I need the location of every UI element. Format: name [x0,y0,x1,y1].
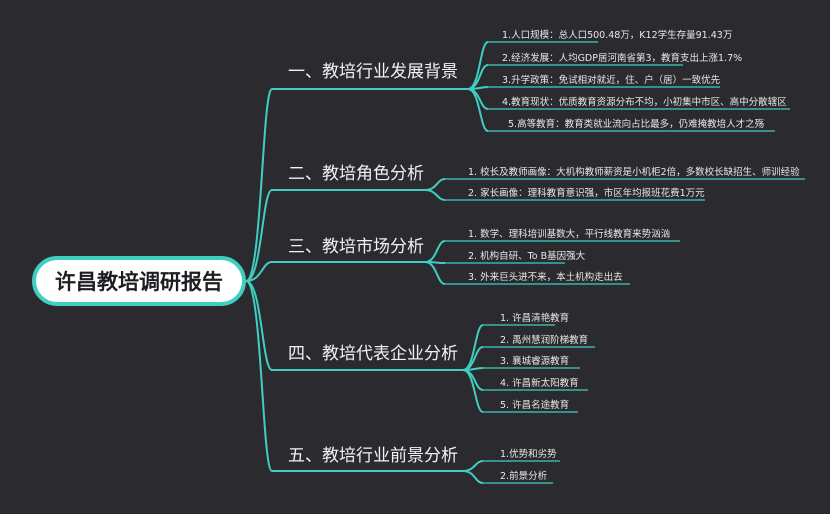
leaf-1-5[interactable]: 5.高等教育：教育类就业流向占比最多，仍难掩教培人才之殇 [508,119,765,130]
branch-3-market[interactable]: 三、教培市场分析 [288,237,424,257]
branch-3-leaf-3-connector [424,261,446,285]
branch-5-leaf-2-connector [462,470,484,484]
branch-4-companies[interactable]: 四、教培代表企业分析 [288,344,458,364]
branch-2-roles[interactable]: 二、教培角色分析 [288,164,424,184]
leaf-4-3[interactable]: 3. 襄城睿源教育 [500,356,570,367]
root-to-branch-4-connector [245,280,273,371]
branch-1-leaf-5-connector [467,88,489,132]
branch-3-leaf-1-connector [424,240,446,263]
leaf-2-1[interactable]: 1. 校长及教师画像：大机构教师薪资是小机柜2倍，多数校长缺招生、师训经验 [468,167,800,178]
branch-5-leaf-1-connector [462,460,484,472]
branch-2-leaf-1-connector [424,178,446,191]
leaf-3-2[interactable]: 2. 机构自研、To B基因强大 [468,251,586,262]
leaf-4-2[interactable]: 2. 禹州慧润阶梯教育 [500,335,589,346]
leaf-5-1[interactable]: 1.优势和劣势 [500,449,557,460]
leaf-1-4[interactable]: 4.教育现状：优质教育资源分布不均，小初集中市区、高中分散辖区 [502,97,787,108]
leaf-3-1[interactable]: 1. 数学、理科培训基数大，平行线教育来势汹汹 [468,229,671,240]
root-title: 许昌教培调研报告 [55,270,223,294]
branch-2-leaf-2-connector [424,189,446,201]
root-to-branch-1-connector [245,88,273,282]
leaf-5-2[interactable]: 2.前景分析 [500,471,548,482]
leaf-4-1[interactable]: 1. 许昌清艳教育 [500,313,570,324]
branch-5-outlook[interactable]: 五、教培行业前景分析 [288,446,458,466]
root-to-branch-2-connector [245,189,273,282]
leaf-4-5[interactable]: 5. 许昌名途教育 [500,400,570,411]
branch-1-background[interactable]: 一、教培行业发展背景 [288,62,458,82]
leaf-4-4[interactable]: 4. 许昌新太阳教育 [500,378,579,389]
root-to-branch-5-connector [245,280,273,472]
root-node[interactable]: 许昌教培调研报告 [32,256,246,306]
leaf-1-3[interactable]: 3.升学政策：免试相对就近，住、户（居）一致优先 [502,75,721,86]
leaf-1-1[interactable]: 1.人口规模：总人口500.48万，K12学生存量91.43万 [502,30,733,41]
leaf-2-2[interactable]: 2. 家长画像：理科教育意识强，市区年均报班花费1万元 [468,188,705,199]
leaf-1-2[interactable]: 2.经济发展：人均GDP居河南省第3，教育支出上涨1.7% [502,53,743,64]
branch-4-leaf-5-connector [462,369,484,413]
root-to-branch-3-connector [245,261,273,282]
leaf-3-3[interactable]: 3. 外来巨头进不来，本土机构走出去 [468,272,623,283]
